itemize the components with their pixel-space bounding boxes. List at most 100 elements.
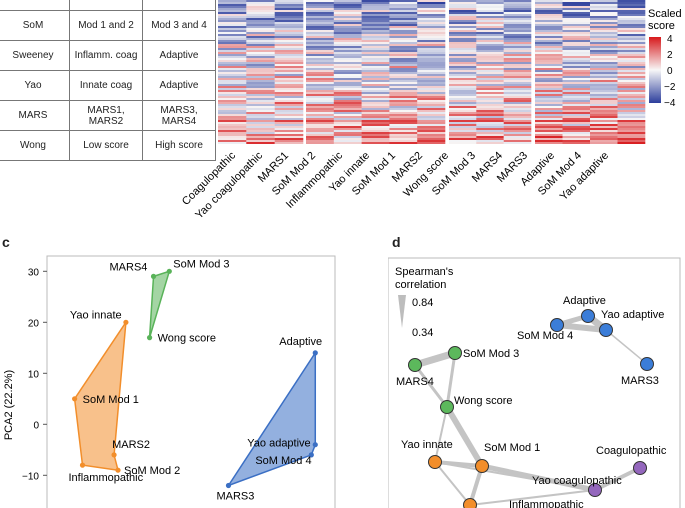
heatmap-cell [590, 120, 618, 122]
heatmap-cell [246, 68, 275, 70]
heatmap-cell [562, 74, 591, 76]
heatmap-cell [449, 78, 477, 80]
heatmap-cell [417, 70, 446, 72]
heatmap-cell [562, 50, 591, 52]
heatmap-cell [333, 110, 362, 112]
heatmap-cell [306, 16, 335, 18]
heatmap-cell [218, 130, 247, 132]
point-label: SoM Mod 1 [83, 394, 139, 406]
heatmap-cell [562, 18, 591, 20]
heatmap-cell [361, 88, 390, 90]
heatmap-cell [476, 74, 504, 76]
heatmap-cell [562, 12, 591, 14]
heatmap-cell [218, 90, 247, 92]
heatmap-cell [274, 138, 304, 140]
heatmap-cell [503, 124, 532, 126]
heatmap-cell [333, 114, 362, 116]
heatmap-cell [503, 54, 532, 56]
legend-title: Spearman's [395, 266, 454, 278]
heatmap-cell [389, 34, 418, 36]
heatmap-cell [246, 14, 275, 16]
heatmap-cell [274, 116, 304, 118]
heatmap-cell [503, 72, 532, 74]
table-cell: Innate coag [69, 70, 143, 101]
cluster-hull [73, 321, 127, 472]
heatmap-cell [562, 34, 591, 36]
heatmap-cell [306, 24, 335, 26]
heatmap-cell [274, 126, 304, 128]
heatmap-cell [535, 2, 563, 4]
heatmap-cell [246, 48, 275, 50]
heatmap-cell [274, 130, 304, 132]
heatmap-cell [449, 142, 477, 144]
network-node [428, 455, 442, 469]
heatmap-cell [246, 2, 275, 4]
heatmap-cell [535, 98, 563, 100]
heatmap-cell [617, 72, 646, 74]
heatmap-cell [449, 68, 477, 70]
heatmap-cell [333, 42, 362, 44]
heatmap-cell [274, 108, 304, 110]
heatmap-cell [218, 2, 247, 4]
heatmap-cell [562, 14, 591, 16]
table-cell: Mod 3 and 4 [142, 10, 216, 41]
heatmap-cell [535, 44, 563, 46]
heatmap-cell [476, 72, 504, 74]
heatmap-cell [590, 10, 618, 12]
heatmap-cell [562, 128, 591, 130]
heatmap-cell [333, 34, 362, 36]
heatmap-cell [389, 84, 418, 86]
heatmap-cell [361, 14, 390, 16]
heatmap-cell [535, 40, 563, 42]
heatmap-cell [246, 128, 275, 130]
heatmap-cell [306, 38, 335, 40]
heatmap-cell [449, 126, 477, 128]
heatmap-cell [333, 68, 362, 70]
heatmap-cell [535, 118, 563, 120]
heatmap-cell [476, 134, 504, 136]
heatmap-cell [476, 80, 504, 82]
heatmap-cell [306, 78, 335, 80]
heatmap-cell [417, 80, 446, 82]
heatmap-cell [562, 122, 591, 124]
heatmap-cell [590, 102, 618, 104]
heatmap-cell [503, 68, 532, 70]
heatmap-cell [535, 68, 563, 70]
heatmap-cell [361, 106, 390, 108]
heatmap-cell [562, 92, 591, 94]
heatmap-cell [389, 72, 418, 74]
heatmap-cell [590, 36, 618, 38]
heatmap-cell [617, 66, 646, 68]
heatmap-cell [274, 0, 304, 2]
heatmap-cell [562, 96, 591, 98]
point-label: MARS2 [112, 439, 150, 451]
heatmap-cell [361, 98, 390, 100]
heatmap-cell [389, 64, 418, 66]
heatmap-cell [449, 74, 477, 76]
heatmap-cell [389, 14, 418, 16]
heatmap-cell [274, 14, 304, 16]
heatmap-cell [503, 50, 532, 52]
heatmap-cell [476, 78, 504, 80]
heatmap-cell [274, 12, 304, 14]
heatmap-cell [361, 102, 390, 104]
heatmap-cell [361, 122, 390, 124]
heatmap-cell [361, 68, 390, 70]
heatmap-cell [306, 118, 335, 120]
heatmap-cell [562, 28, 591, 30]
heatmap-cell [274, 4, 304, 6]
heatmap-cell [562, 6, 591, 8]
heatmap-cell [449, 60, 477, 62]
heatmap-cell [218, 134, 247, 136]
heatmap-cell [274, 62, 304, 64]
cluster-hulls [73, 270, 317, 487]
point-label: MARS3 [216, 491, 254, 503]
legend-title-2: correlation [395, 279, 446, 291]
heatmap-cell [590, 26, 618, 28]
heatmap-cell [503, 70, 532, 72]
heatmap-cell [389, 116, 418, 118]
heatmap-cell [389, 26, 418, 28]
heatmap-cell [476, 28, 504, 30]
heatmap-cell [274, 8, 304, 10]
